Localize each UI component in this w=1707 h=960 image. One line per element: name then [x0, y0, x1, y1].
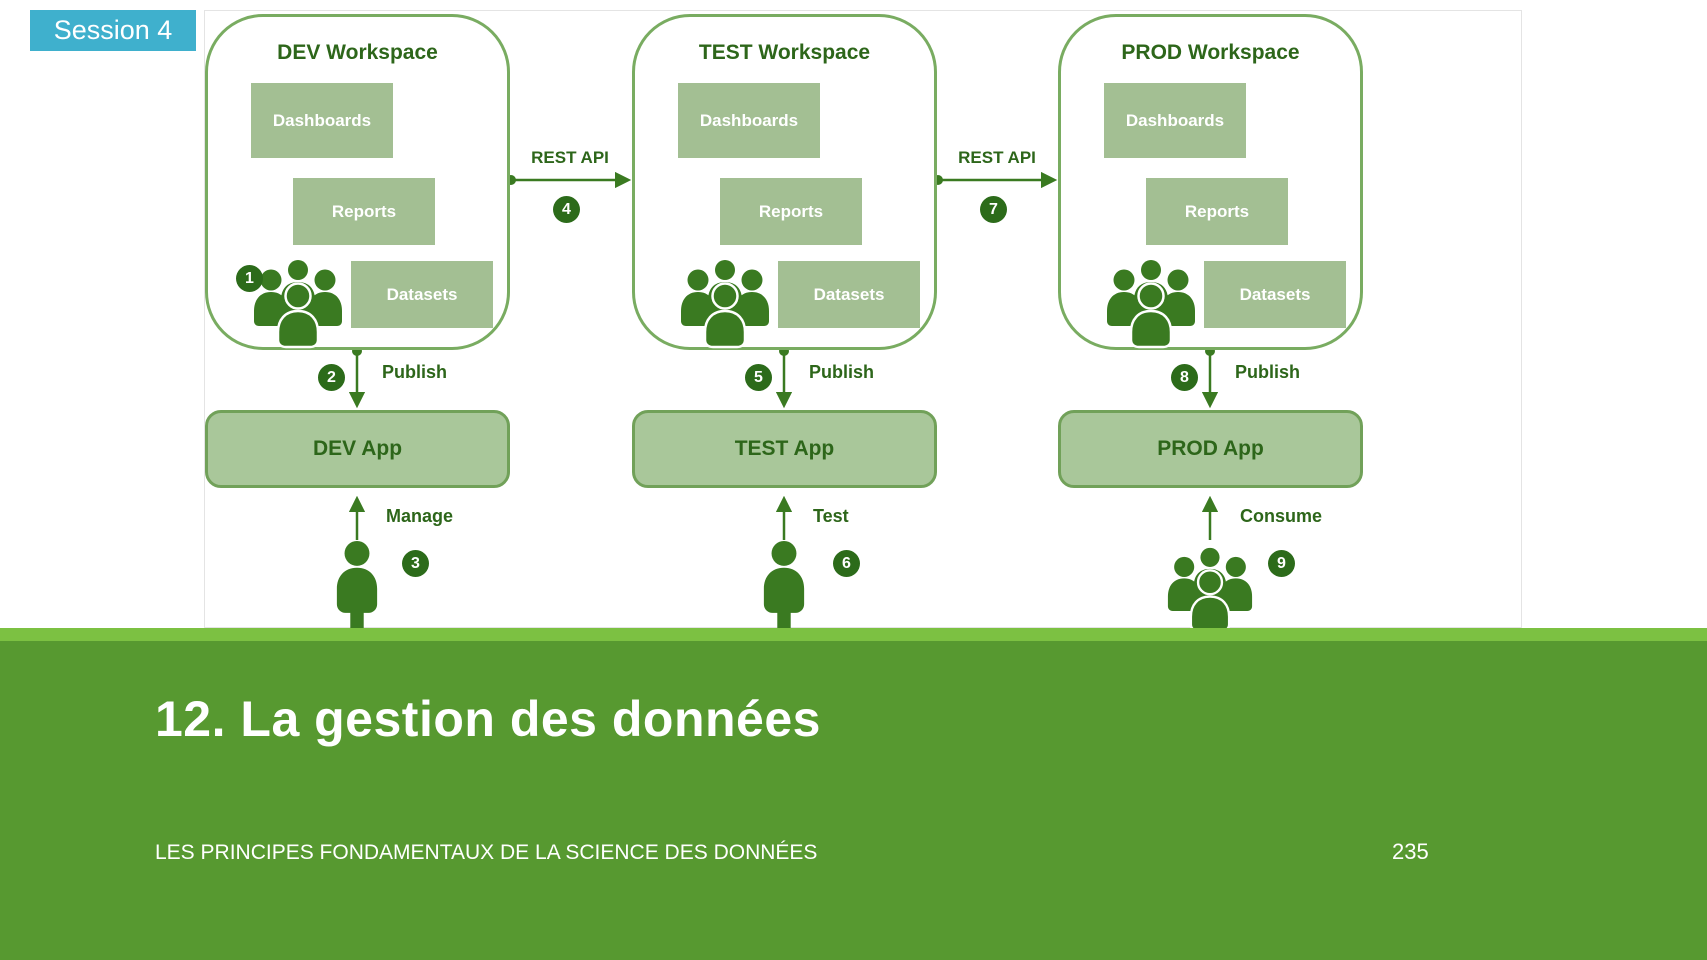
step-2-badge: 2 [318, 364, 345, 391]
test-app-box: TEST App [632, 410, 937, 488]
step-7-badge: 7 [980, 196, 1007, 223]
reports-box: Reports [293, 178, 435, 245]
workspace-prod: PROD Workspace Dashboards Reports Datase… [1058, 14, 1363, 350]
manage-label: Manage [386, 506, 454, 526]
workspace-test: TEST Workspace Dashboards Reports Datase… [632, 14, 937, 350]
test-label: Test [813, 506, 849, 526]
step-1-badge: 1 [236, 265, 263, 292]
datasets-box: Datasets [351, 261, 493, 328]
team-icon [248, 255, 348, 349]
page-number: 235 [1392, 839, 1429, 864]
dev-app-box: DEV App [205, 410, 510, 488]
step-6-badge: 6 [833, 550, 860, 577]
workspace-title: DEV Workspace [277, 41, 438, 64]
dashboards-box: Dashboards [1104, 83, 1246, 158]
slide-title: 12. La gestion des données [155, 691, 821, 747]
session-badge: Session 4 [30, 10, 196, 51]
slide-banner: 12. La gestion des données LES PRINCIPES… [0, 628, 1707, 960]
workspace-title: PROD Workspace [1121, 41, 1300, 64]
workspace-title: TEST Workspace [698, 41, 871, 64]
step-5-badge: 5 [745, 364, 772, 391]
step-8-badge: 8 [1171, 364, 1198, 391]
workspace-dev: DEV Workspace Dashboards Reports Dataset… [205, 14, 510, 350]
step-3-badge: 3 [402, 550, 429, 577]
person-icon [755, 540, 813, 632]
consume-label: Consume [1240, 506, 1323, 526]
slide-footer: LES PRINCIPES FONDAMENTAUX DE LA SCIENCE… [155, 841, 818, 864]
rest-api-label: REST API [958, 148, 1036, 167]
dashboards-box: Dashboards [678, 83, 820, 158]
publish-label: Publish [809, 362, 875, 382]
reports-box: Reports [1146, 178, 1288, 245]
dashboards-box: Dashboards [251, 83, 393, 158]
datasets-box: Datasets [1204, 261, 1346, 328]
step-4-badge: 4 [553, 196, 580, 223]
reports-box: Reports [720, 178, 862, 245]
publish-label: Publish [382, 362, 448, 382]
banner-accent-strip [0, 628, 1707, 641]
consumers-icon [1162, 544, 1258, 632]
team-icon [1101, 255, 1201, 349]
prod-app-box: PROD App [1058, 410, 1363, 488]
person-icon [328, 540, 386, 632]
datasets-box: Datasets [778, 261, 920, 328]
step-9-badge: 9 [1268, 550, 1295, 577]
rest-api-label: REST API [531, 148, 609, 167]
publish-label: Publish [1235, 362, 1301, 382]
team-icon [675, 255, 775, 349]
